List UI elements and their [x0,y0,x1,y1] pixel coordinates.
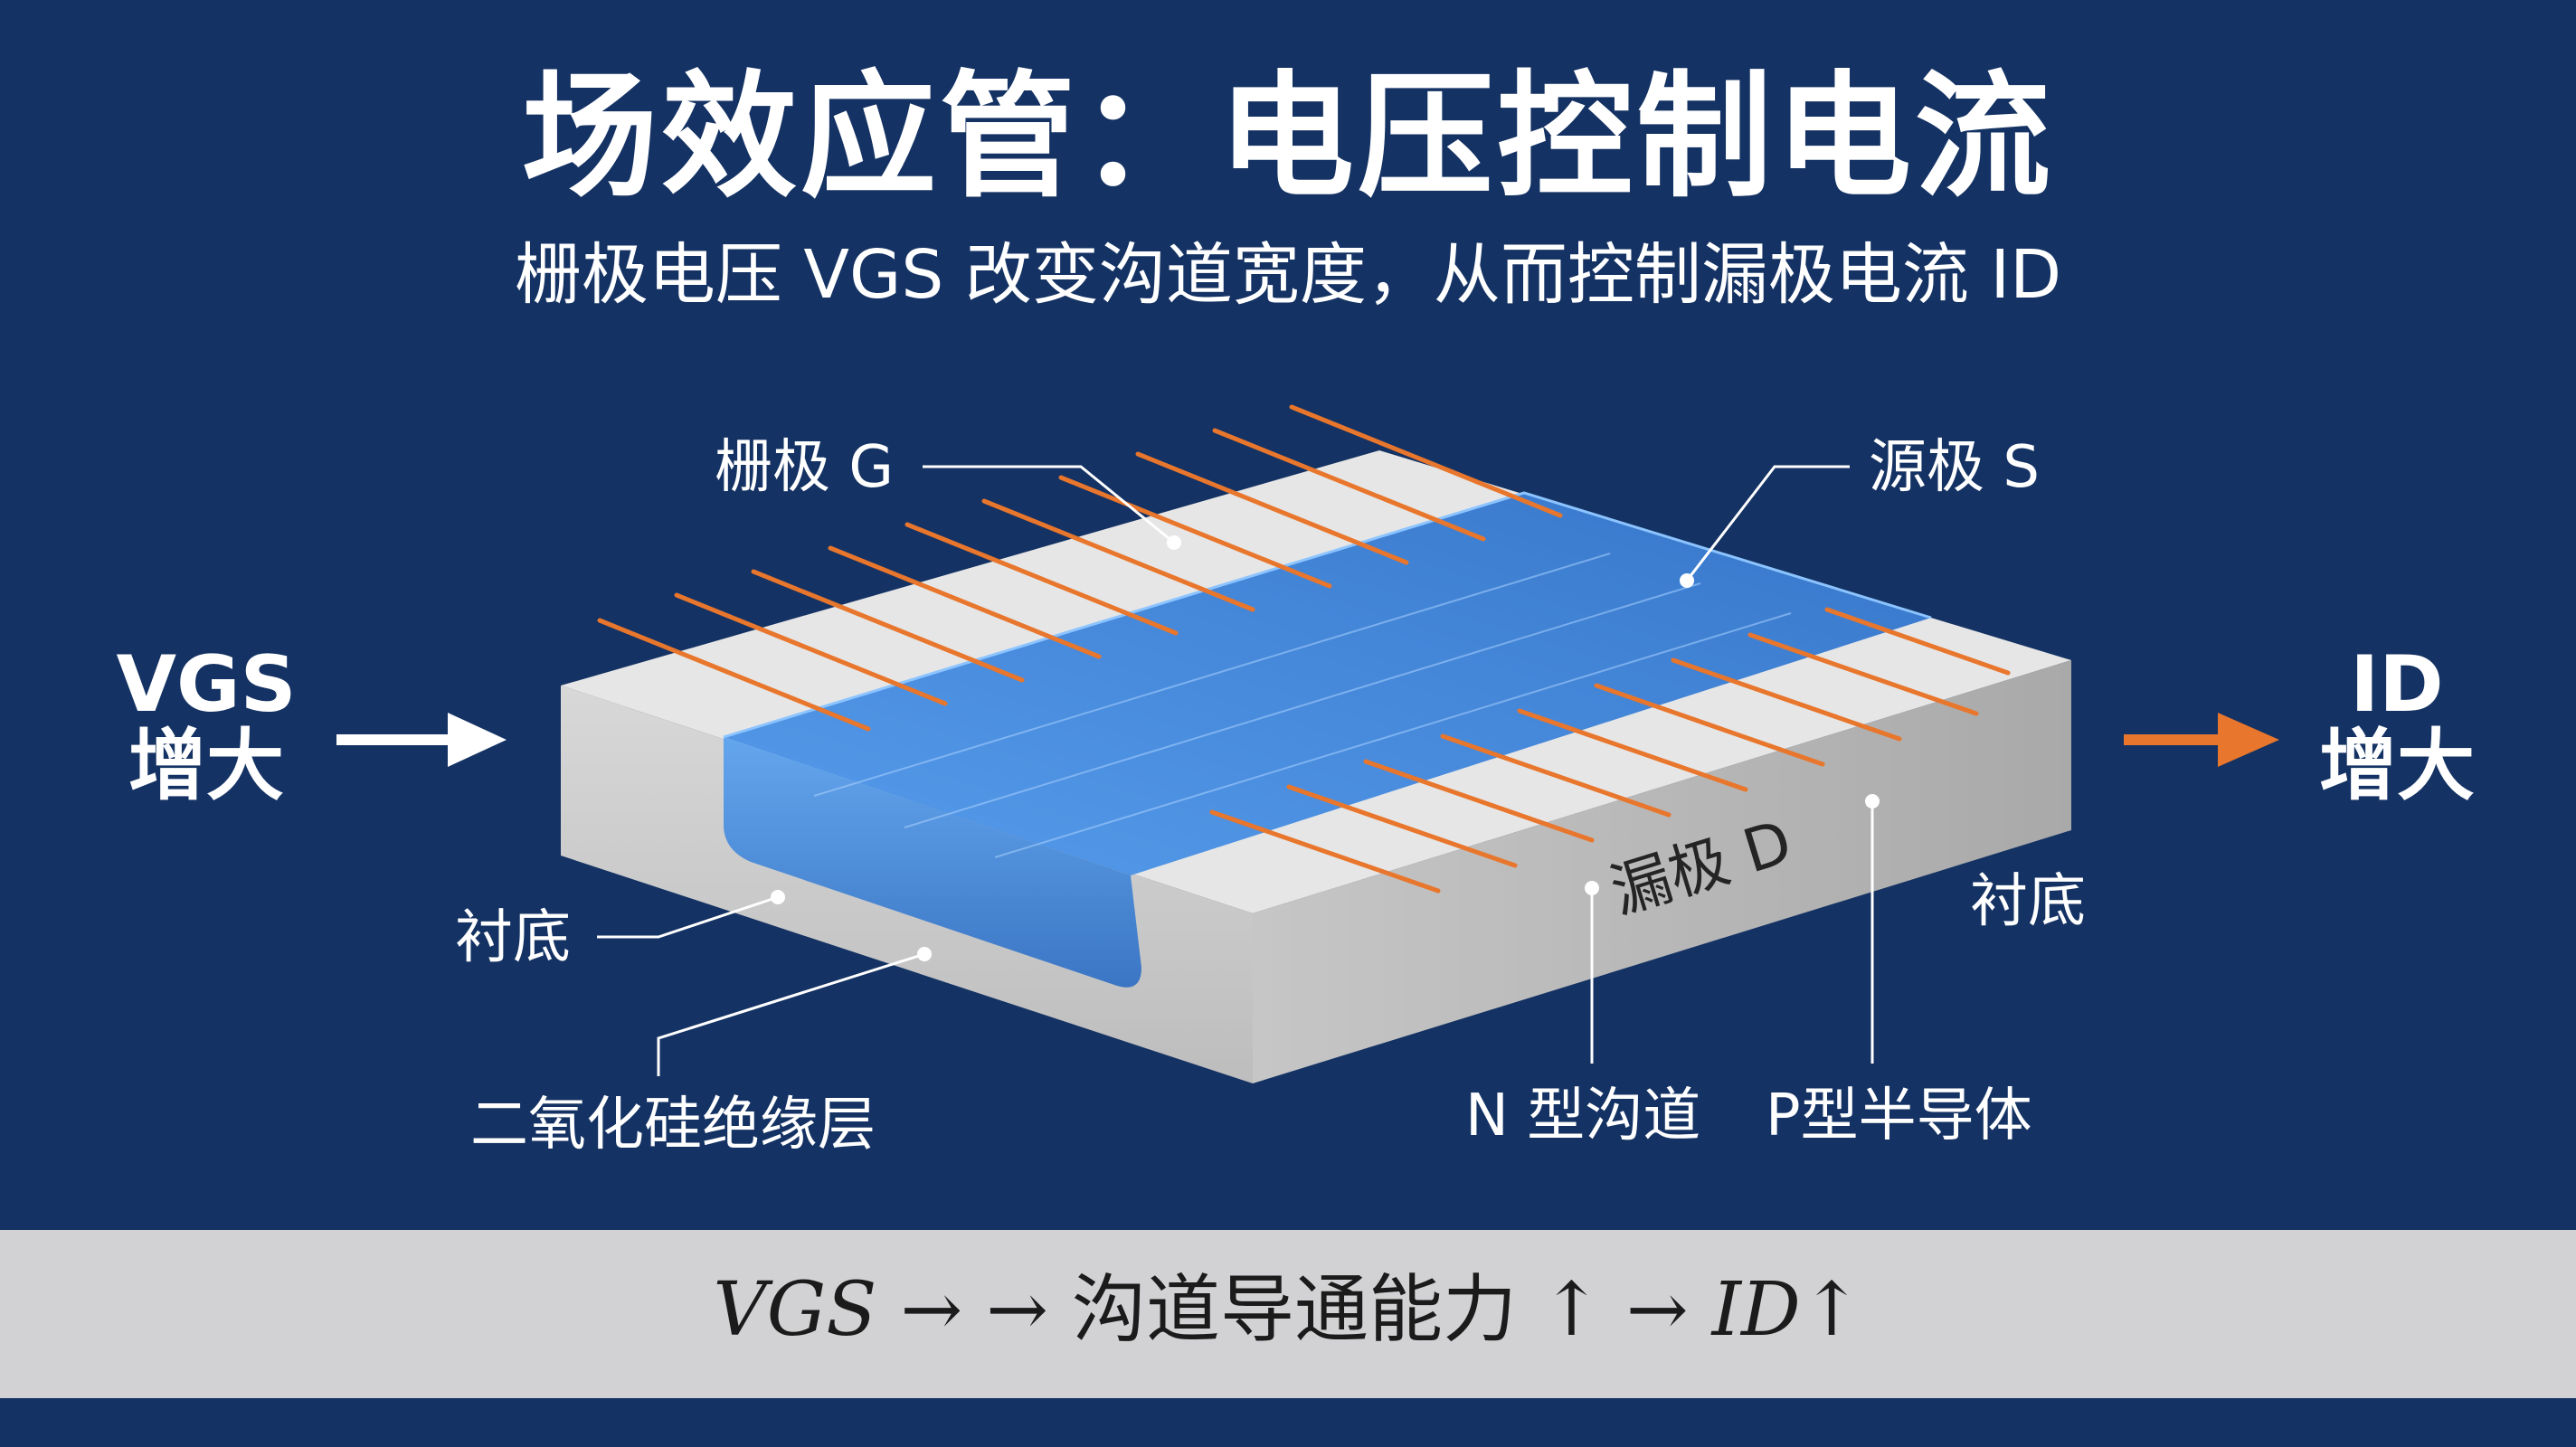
gate-label: 栅极 G [715,434,894,501]
gate-leader [923,465,1175,544]
substrate-right-label: 衬底 [1970,868,2086,935]
id-label: ID 增大 [2297,644,2496,808]
gate-stripe [904,522,1179,636]
page-title: 场效应管：电压控制电流 [521,59,2054,216]
drain-stripe [1594,683,1825,767]
n-channel-top [724,493,1931,875]
gate-stripe [597,618,871,732]
n-channel-marker [1585,881,1599,895]
drain-stripes [1209,607,2011,894]
formula-id: ID [1711,1267,1801,1353]
drain-stripe [1440,733,1672,818]
page-subtitle: 栅极电压 VGS 改变沟道宽度，从而控制漏极电流 ID [514,236,2062,314]
formula-up-arrow: ↑ → [1517,1267,1712,1353]
gate-stripe [1212,428,1486,542]
gate-marker [1167,535,1181,550]
drain-stripe [1209,809,1441,894]
drain-stripe [1671,657,1902,742]
gate-stripe [981,498,1255,612]
gate-stripes [597,404,1563,732]
n-channel-flow-lines [813,553,1792,858]
drain-stripe [1747,632,1979,716]
flow-line [904,582,1701,828]
n-channel-edge [723,491,1932,739]
vgs-arrow [336,713,507,767]
vgs-label: VGS 增大 [107,644,306,808]
gate-stripe [1289,404,1563,518]
oxide-leader [657,952,925,1076]
id-arrow [2124,713,2279,767]
drain-stripe [1824,607,2011,676]
n-channel-trench [724,737,1141,988]
p-semiconductor-label: P型半导体 [1766,1083,2032,1149]
substrate-right-face [1253,660,2071,1083]
formula-text: 沟道导通能力 [1072,1267,1518,1353]
gate-stripe [674,592,948,706]
source-leader [1685,465,1850,582]
formula: VGS → → 沟道导通能力 ↑ → ID↑ [0,1263,2576,1359]
n-channel-label: N 型沟道 [1465,1083,1700,1149]
vgs-label-line1: VGS [116,639,297,730]
formula-up-arrow-2: ↑ [1800,1267,1863,1353]
formula-band [0,1230,2576,1398]
gate-stripe [751,569,1025,683]
substrate-left-label: 衬底 [455,904,571,971]
drain-stripe [1286,784,1518,868]
drain-stripe [1517,708,1748,792]
source-marker [1680,573,1694,588]
gate-stripe [828,545,1102,659]
gate-stripe [1135,451,1409,565]
p-semi-marker [1865,794,1880,809]
substrate-left-leader [597,895,779,939]
id-label-line2: 增大 [2319,721,2475,812]
oxide-label: 二氧化硅绝缘层 [470,1092,876,1159]
source-label: 源极 S [1869,434,2040,501]
gate-stripe [1058,475,1332,589]
substrate-left-marker [771,890,785,904]
flow-line [813,553,1611,797]
formula-vgs: VGS [713,1267,877,1353]
id-label-line1: ID [2350,639,2444,730]
formula-arrows: → → [876,1267,1073,1353]
vgs-label-line2: 增大 [128,721,284,812]
drain-stripe [1363,759,1595,843]
oxide-marker [917,947,932,961]
flow-line [994,612,1792,858]
